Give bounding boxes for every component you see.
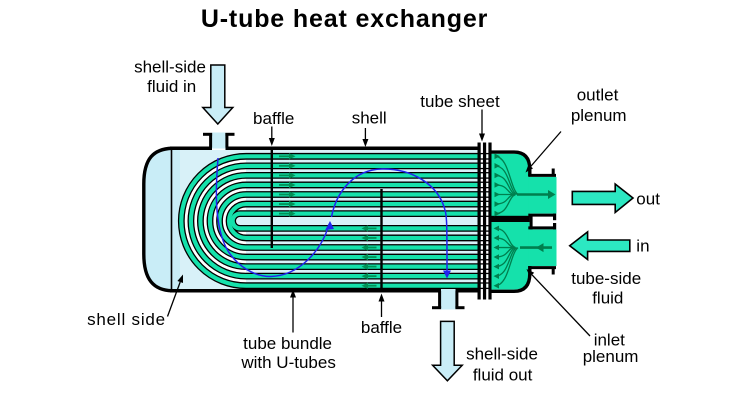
- svg-text:shell-side: shell-side: [134, 58, 206, 77]
- svg-text:fluid in: fluid in: [147, 77, 196, 96]
- svg-text:tube-side: tube-side: [571, 269, 641, 288]
- svg-text:inlet: inlet: [594, 331, 625, 350]
- svg-text:shell: shell: [352, 109, 387, 128]
- svg-text:plenum: plenum: [583, 347, 639, 366]
- svg-text:fluid: fluid: [592, 288, 623, 307]
- svg-text:with U-tubes: with U-tubes: [240, 353, 335, 372]
- svg-text:baffle: baffle: [253, 109, 294, 128]
- svg-text:plenum: plenum: [571, 106, 627, 125]
- svg-text:tube bundle: tube bundle: [243, 334, 332, 353]
- svg-text:tube sheet: tube sheet: [420, 92, 500, 111]
- svg-text:shell side: shell side: [87, 310, 166, 329]
- svg-text:in: in: [636, 236, 649, 255]
- svg-text:shell-side: shell-side: [466, 345, 538, 364]
- svg-text:outlet: outlet: [577, 86, 619, 105]
- svg-text:U-tube heat exchanger: U-tube heat exchanger: [201, 5, 488, 33]
- svg-text:baffle: baffle: [361, 318, 402, 337]
- svg-text:fluid out: fluid out: [473, 365, 533, 384]
- svg-text:out: out: [636, 189, 660, 208]
